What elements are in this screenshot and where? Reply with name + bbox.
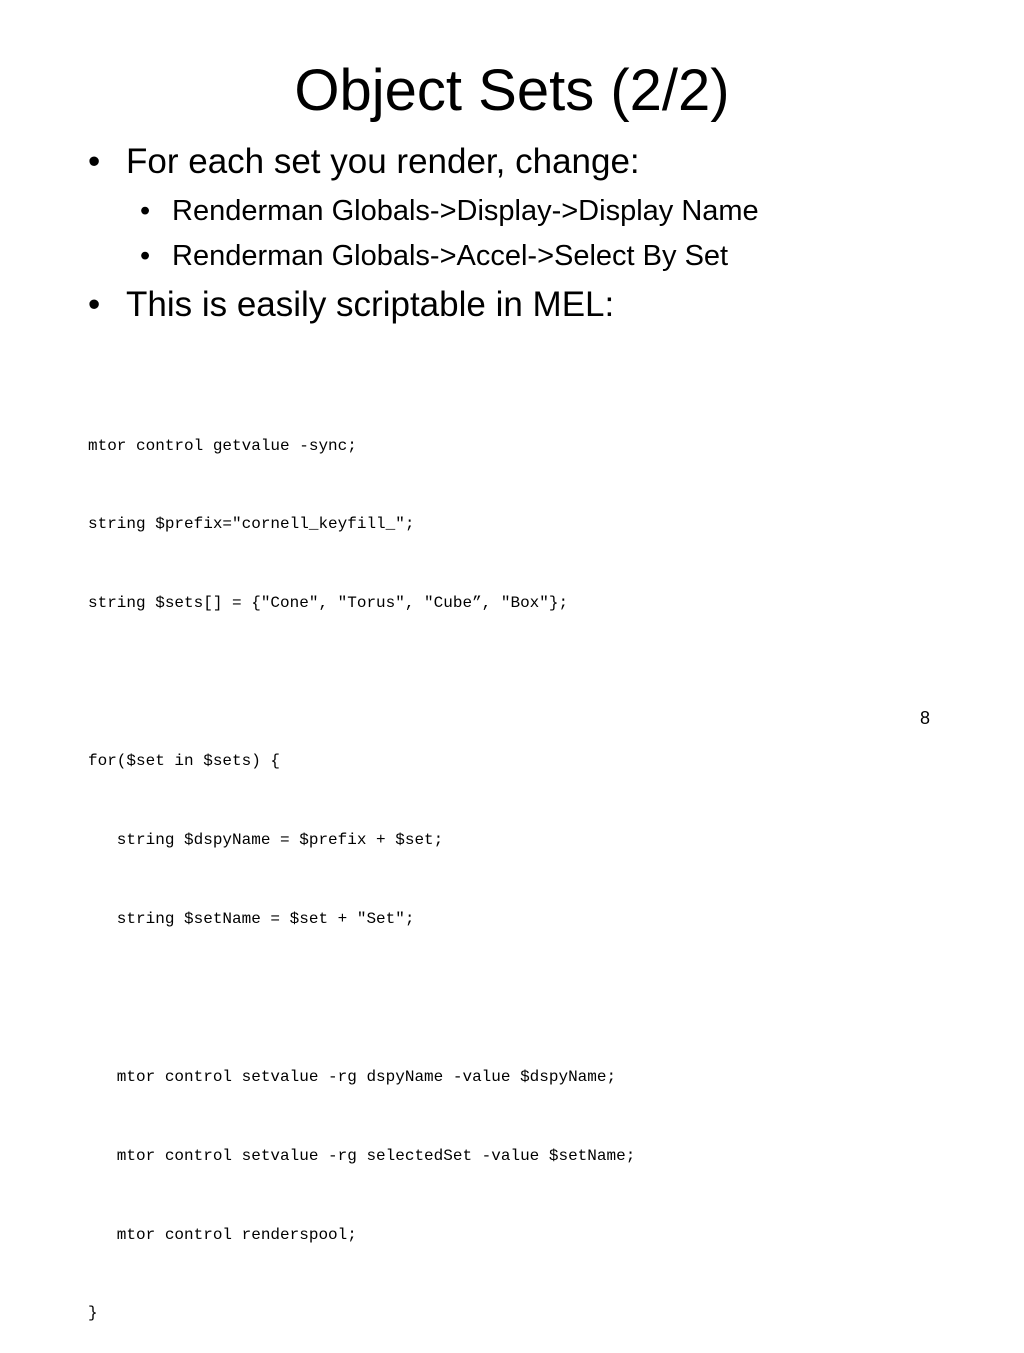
sub-bullet-marker: • [140,195,151,227]
code-line: string $dspyName = $prefix + $set; [88,831,444,850]
sub-bullet-select-by-set: • Renderman Globals->Accel->Select By Se… [140,238,728,274]
bullet-text: For each set you render, change: [126,142,640,181]
bullet-text: This is easily scriptable in MEL: [126,285,615,324]
sub-bullet-text: Renderman Globals->Display->Display Name [172,195,759,227]
sub-bullet-text: Renderman Globals->Accel->Select By Set [172,240,729,272]
sub-bullet-marker: • [140,240,151,272]
code-line: } [88,1304,98,1323]
mel-code-block: mtor control getvalue -sync; string $pre… [88,380,635,1353]
bullet-marker: • [88,142,101,181]
code-line [88,669,635,695]
code-line: mtor control setvalue -rg dspyName -valu… [88,1067,617,1086]
code-line [88,985,635,1011]
bullet-for-each-set: • For each set you render, change: [88,141,640,183]
code-line: string $sets[] = {"Cone", "Torus", "Cube… [88,594,569,613]
code-line: mtor control setvalue -rg selectedSet -v… [88,1146,636,1165]
bullet-scriptable-in-mel: • This is easily scriptable in MEL: [88,284,614,326]
code-line: mtor control renderspool; [88,1225,357,1244]
bullet-marker: • [88,285,101,324]
code-line: mtor control getvalue -sync; [88,436,357,455]
code-line: for($set in $sets) { [88,752,281,771]
code-line: string $setName = $set + "Set"; [88,909,415,928]
code-line: string $prefix="cornell_keyfill_"; [88,515,415,534]
slide-title: Object Sets (2/2) [294,58,730,123]
page-number: 8 [919,708,930,728]
sub-bullet-display-name: • Renderman Globals->Display->Display Na… [140,193,759,229]
